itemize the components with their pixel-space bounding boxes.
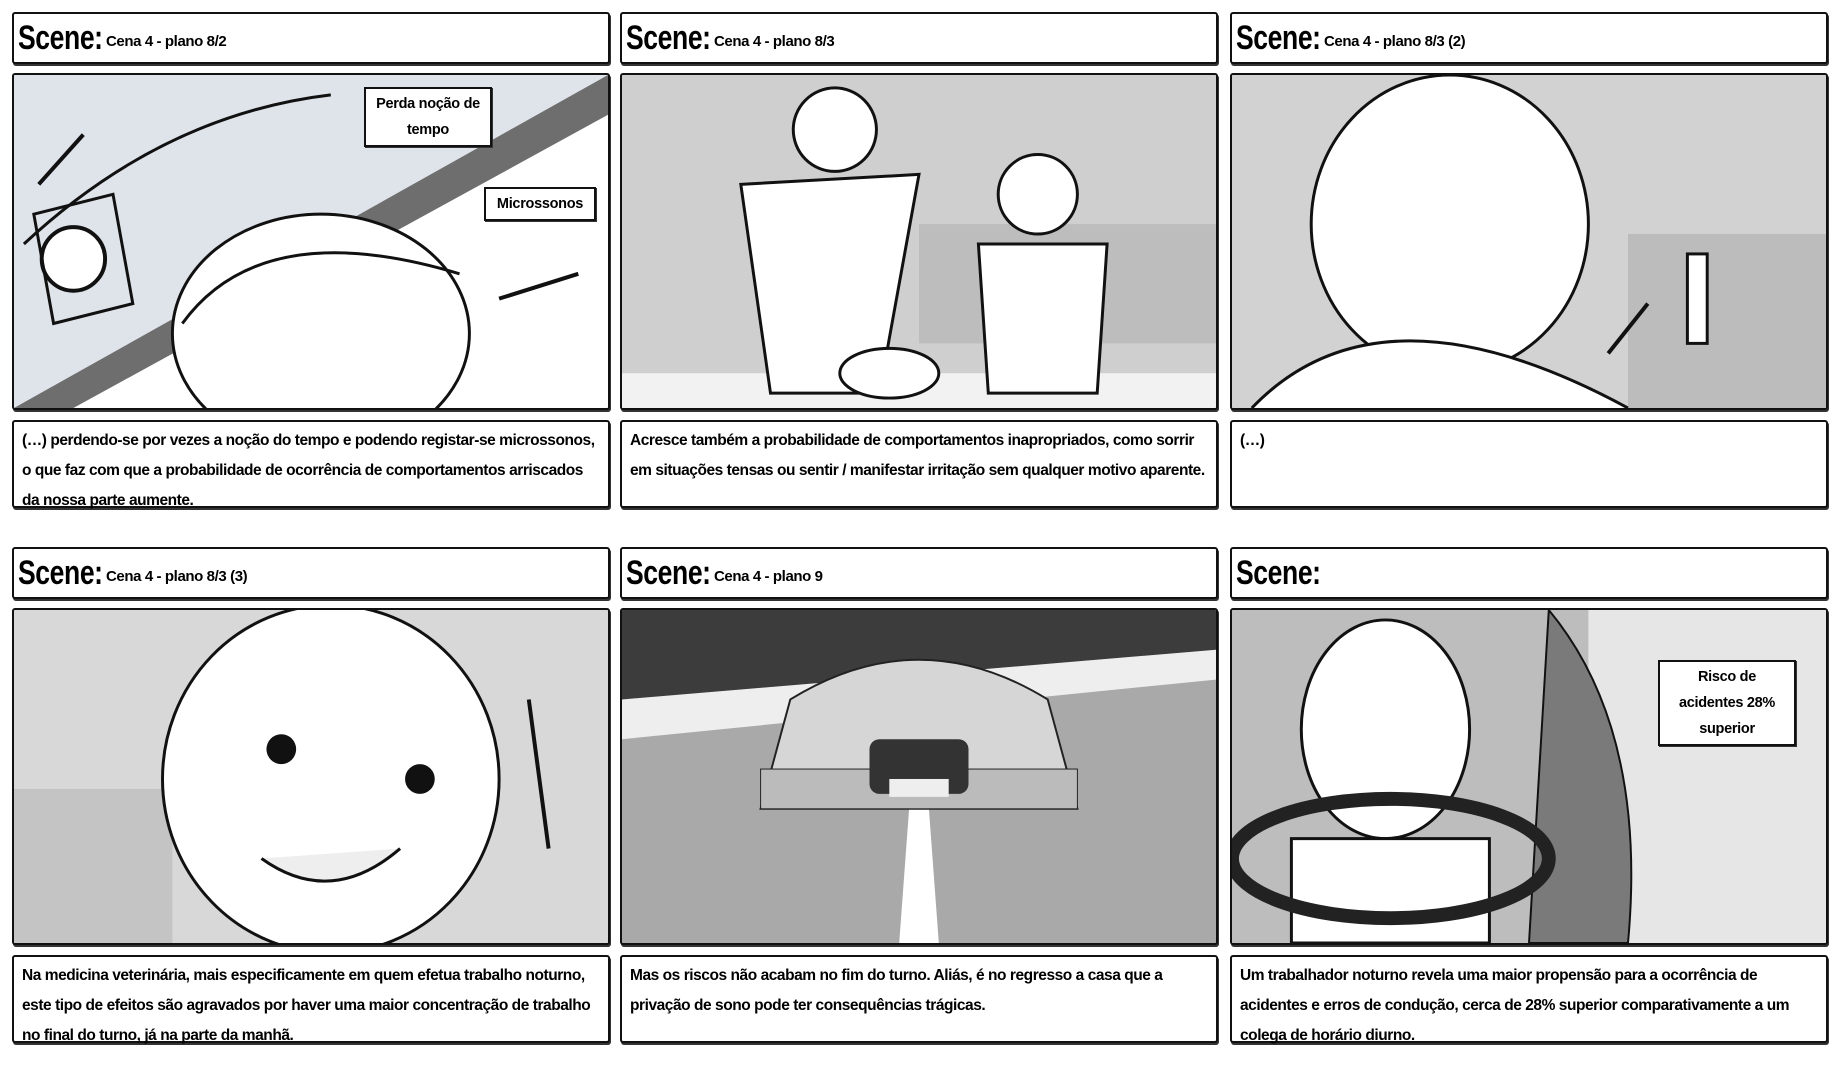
panel-caption: Um trabalhador noturno revela uma maior … [1230, 955, 1828, 1044]
scene-header: Scene: Cena 4 - plano 8/3 [620, 12, 1218, 64]
scene-header: Scene: Cena 4 - plano 8/3 (2) [1230, 12, 1828, 64]
scene-title: Cena 4 - plano 8/3 (2) [1324, 32, 1466, 50]
speech-label: Microssonos [484, 187, 596, 221]
scene-title: Cena 4 - plano 9 [714, 567, 823, 585]
panel-caption: (…) perdendo-se por vezes a noção do tem… [12, 420, 610, 509]
scene-label: Scene: [626, 553, 711, 592]
panel-illustration [1230, 73, 1828, 410]
scene-header: Scene: Cena 4 - plano 8/2 [12, 12, 610, 64]
panel-illustration [620, 73, 1218, 410]
scene-title: Cena 4 - plano 8/3 (3) [106, 567, 248, 585]
scene-label: Scene: [626, 18, 711, 57]
scene-header: Scene: Cena 4 - plano 8/3 (3) [12, 547, 610, 599]
panel-caption: (…) [1230, 420, 1828, 508]
scene-title: Cena 4 - plano 8/3 [714, 32, 835, 50]
speech-label: Risco de acidentes 28% superior [1658, 660, 1796, 746]
panel-caption: Mas os riscos não acabam no fim do turno… [620, 955, 1218, 1043]
scene-label: Scene: [18, 553, 103, 592]
panel-caption: Na medicina veterinária, mais especifica… [12, 955, 610, 1044]
scene-label: Scene: [18, 18, 103, 57]
scene-label: Scene: [1236, 18, 1321, 57]
scene-label: Scene: [1236, 553, 1321, 592]
scene-header: Scene: Cena 4 - plano 9 [620, 547, 1218, 599]
panel-illustration: Risco de acidentes 28% superior [1230, 608, 1828, 945]
scene-title: Cena 4 - plano 8/2 [106, 32, 227, 50]
panel-illustration [620, 608, 1218, 945]
speech-label: Perda noção de tempo [364, 87, 492, 147]
panel-illustration [12, 608, 610, 945]
scene-header: Scene: [1230, 547, 1828, 599]
panel-caption: Acresce também a probabilidade de compor… [620, 420, 1218, 508]
